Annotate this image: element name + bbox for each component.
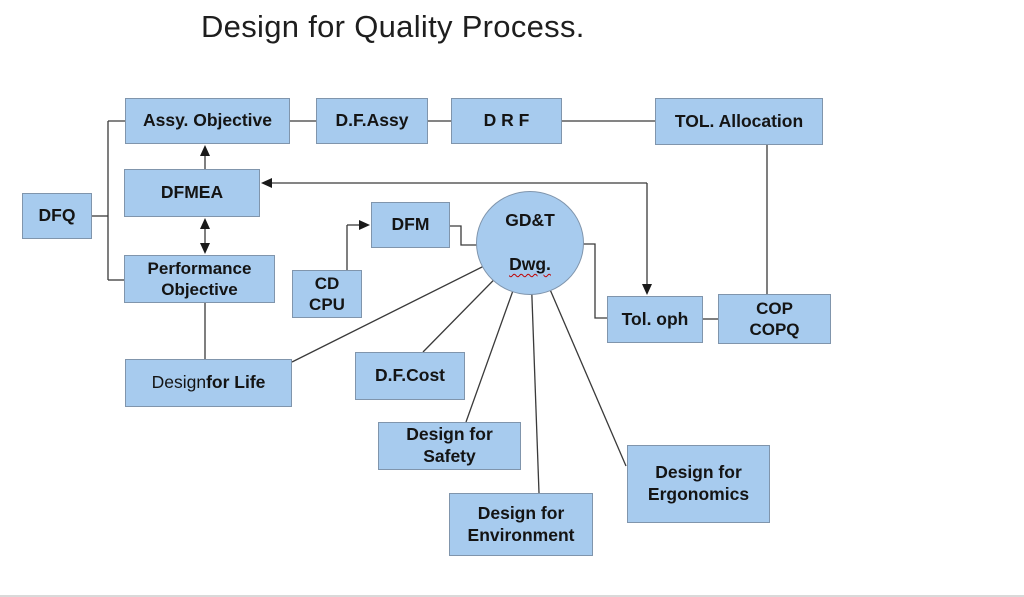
node-design-for-safety: Design for Safety bbox=[378, 422, 521, 470]
node-gdt-dwg-circle: GD&T Dwg. bbox=[476, 191, 584, 295]
node-df-cost: D.F.Cost bbox=[355, 352, 465, 400]
design-for-life-bold: for Life bbox=[206, 372, 266, 393]
node-assy-objective: Assy. Objective bbox=[125, 98, 290, 144]
node-tol-allocation: TOL. Allocation bbox=[655, 98, 823, 145]
node-dfm: DFM bbox=[371, 202, 450, 248]
node-design-for-environment: Design for Environment bbox=[449, 493, 593, 556]
node-design-for-life: Design for Life bbox=[125, 359, 292, 407]
node-cop-copq: COP COPQ bbox=[718, 294, 831, 344]
slide-title: Design for Quality Process. bbox=[201, 9, 585, 44]
node-design-for-ergonomics: Design for Ergonomics bbox=[627, 445, 770, 523]
gdt-line: GD&T bbox=[505, 210, 555, 231]
slide-bottom-edge bbox=[0, 595, 1024, 597]
node-drf: D R F bbox=[451, 98, 562, 144]
node-cd-cpu: CD CPU bbox=[292, 270, 362, 318]
node-df-assy: D.F.Assy bbox=[316, 98, 428, 144]
node-performance-objective: Performance Objective bbox=[124, 255, 275, 303]
node-tol-oph: Tol. oph bbox=[607, 296, 703, 343]
node-dfq: DFQ bbox=[22, 193, 92, 239]
dwg-line-spellcheck: Dwg. bbox=[509, 253, 551, 274]
gdt-dwg-label: GD&T Dwg. bbox=[505, 189, 555, 297]
design-for-life-prefix: Design bbox=[151, 372, 207, 393]
node-dfmea: DFMEA bbox=[124, 169, 260, 217]
